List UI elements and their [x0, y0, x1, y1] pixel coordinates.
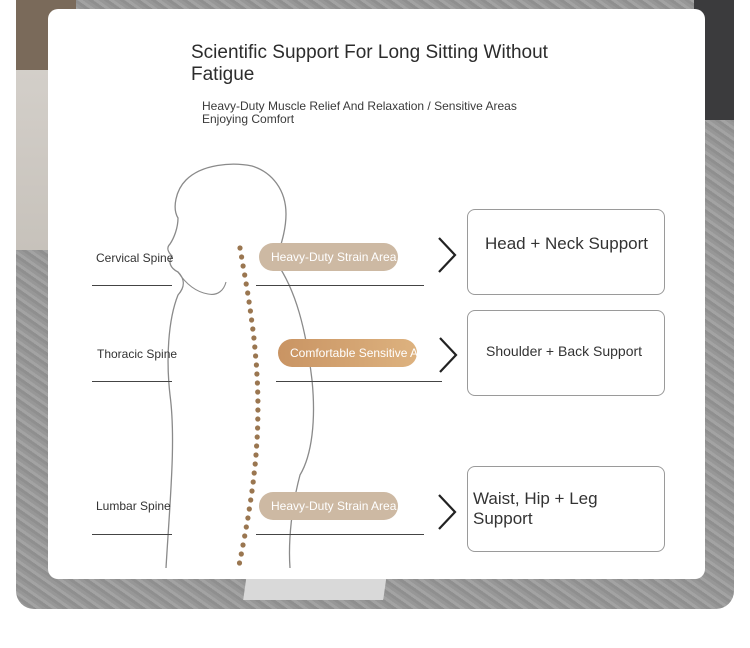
spine-dot [251, 470, 257, 476]
spine-dot [248, 497, 254, 503]
spine-label-cervical: Cervical Spine [96, 251, 174, 265]
spine-dots [236, 245, 261, 566]
spine-dot [245, 290, 251, 296]
spine-dot [240, 542, 246, 548]
support-box-shoulder-back [467, 310, 665, 396]
spine-dot [236, 560, 243, 566]
area-badge-strain: Heavy-Duty Strain Area [259, 492, 398, 520]
divider-line [256, 285, 424, 286]
spine-dot [242, 272, 248, 278]
support-label-head-neck: Head + Neck Support [485, 234, 649, 253]
support-box-head-neck [467, 209, 665, 295]
chevron-right-icon [438, 494, 457, 530]
support-label-shoulder-back: Shoulder + Back Support [486, 343, 643, 359]
spine-dot [237, 245, 243, 251]
spine-dot [255, 425, 261, 431]
spine-dot [255, 407, 261, 413]
spine-dot [252, 461, 258, 467]
spine-dot [245, 515, 251, 521]
spine-dot [243, 281, 249, 287]
spine-label-lumbar: Lumbar Spine [96, 499, 171, 513]
divider-line [92, 381, 172, 382]
spine-dot [240, 263, 246, 269]
spine-dot [254, 371, 260, 377]
spine-dot [250, 479, 256, 485]
divider-line [92, 534, 172, 535]
divider-line [276, 381, 442, 382]
spine-dot [246, 506, 252, 512]
area-badge-strain: Heavy-Duty Strain Area [259, 243, 398, 271]
page-title: Scientific Support For Long Sitting With… [191, 42, 548, 85]
chevron-right-icon [438, 237, 457, 273]
spine-dot [253, 353, 259, 359]
page-subtitle: Heavy-Duty Muscle Relief And Relaxation … [202, 99, 517, 126]
support-box-waist-hip-leg [467, 466, 665, 552]
divider-line [256, 534, 424, 535]
spine-dot [247, 308, 253, 314]
spine-dot [239, 254, 245, 260]
divider-line [92, 285, 172, 286]
chevron-right-icon [439, 337, 458, 373]
spine-dot [242, 533, 248, 539]
spine-dot [243, 524, 249, 530]
spine-dot [255, 398, 261, 404]
spine-dot [249, 317, 255, 323]
spine-dot [250, 326, 256, 332]
spine-dot [249, 488, 255, 494]
support-label-waist-hip-leg: Waist, Hip + Leg Support [473, 489, 598, 528]
spine-dot [254, 443, 260, 449]
spine-dot [252, 344, 258, 350]
spine-dot [246, 299, 252, 305]
spine-dot [255, 389, 261, 395]
spine-dot [253, 452, 259, 458]
spine-dot [238, 551, 244, 557]
spine-label-thoracic: Thoracic Spine [97, 347, 178, 361]
spine-dot [255, 416, 261, 422]
spine-dot [254, 380, 260, 386]
area-badge-comfort: Comfortable Sensitive Areas [278, 339, 441, 367]
spine-dot [253, 362, 259, 368]
spine-dot [254, 434, 260, 440]
spine-dot [251, 335, 257, 341]
